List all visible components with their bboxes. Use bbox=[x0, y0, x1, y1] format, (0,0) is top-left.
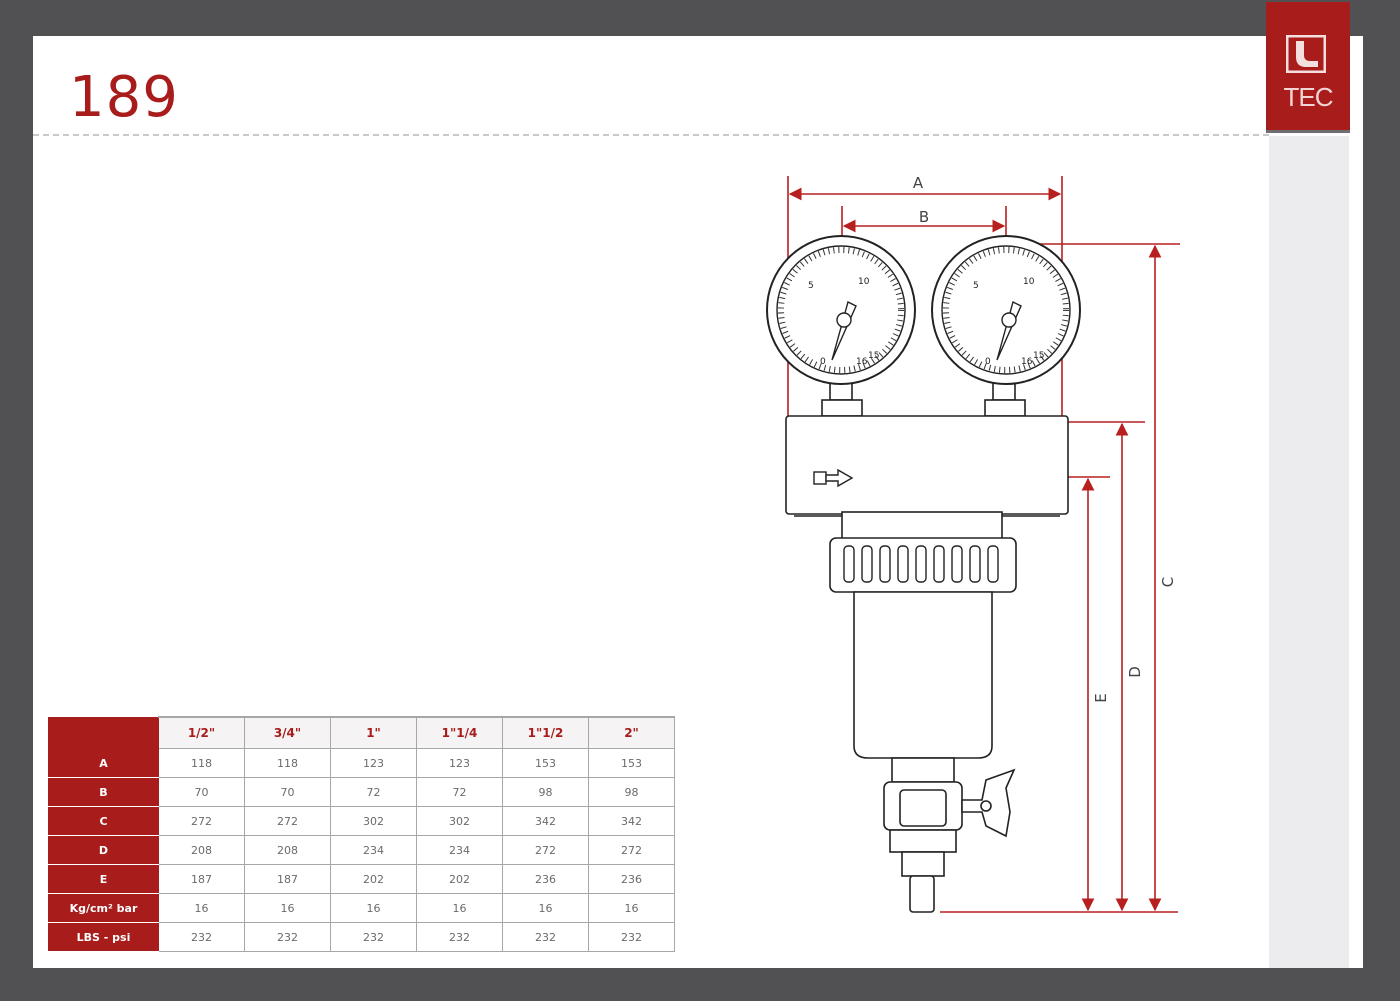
gauge-label-15: 15 bbox=[868, 351, 879, 361]
dimension-labels: A B C D E bbox=[913, 174, 1177, 703]
header-divider bbox=[33, 134, 1269, 136]
row-label: A bbox=[48, 748, 159, 778]
table-cell: 153 bbox=[588, 748, 675, 778]
filter-technical-drawing: A B C D E bbox=[766, 174, 1180, 913]
dimension-label-e: E bbox=[1092, 693, 1110, 702]
table-row: B 70 70 72 72 98 98 bbox=[48, 777, 675, 807]
table-cell: 234 bbox=[416, 835, 503, 865]
table-cell: 98 bbox=[588, 777, 675, 807]
table-cell: 302 bbox=[416, 806, 503, 836]
table-cell: 232 bbox=[244, 922, 331, 952]
logo-text: TEC bbox=[1283, 82, 1334, 112]
table-cell: 232 bbox=[158, 922, 245, 952]
table-cell: 272 bbox=[244, 806, 331, 836]
gauge-label-10: 10 bbox=[858, 277, 870, 287]
table-cell: 118 bbox=[244, 748, 331, 778]
table-cell: 16 bbox=[244, 893, 331, 923]
table-cell: 302 bbox=[330, 806, 417, 836]
table-cell: 208 bbox=[244, 835, 331, 865]
dimension-label-a: A bbox=[913, 174, 924, 192]
table-row: LBS - psi 232 232 232 232 232 232 bbox=[48, 922, 675, 952]
dimension-label-c: C bbox=[1159, 577, 1177, 587]
table-cell: 16 bbox=[416, 893, 503, 923]
gauge-label-16: 16 bbox=[1021, 357, 1033, 367]
table-cell: 232 bbox=[502, 922, 589, 952]
table-corner bbox=[48, 716, 159, 749]
gauge-label-5: 5 bbox=[808, 281, 814, 291]
table-cell: 16 bbox=[158, 893, 245, 923]
flow-arrow-icon bbox=[813, 468, 854, 488]
row-label: Kg/cm² bar bbox=[48, 893, 159, 923]
table-cell: 187 bbox=[158, 864, 245, 894]
column-header: 1"1/4 bbox=[416, 716, 503, 749]
table-row: A 118 118 123 123 153 153 bbox=[48, 748, 675, 778]
row-label: LBS - psi bbox=[48, 922, 159, 952]
table-cell: 118 bbox=[158, 748, 245, 778]
table-cell: 123 bbox=[416, 748, 503, 778]
gauge-label-0: 0 bbox=[985, 357, 991, 367]
table-cell: 234 bbox=[330, 835, 417, 865]
table-cell: 16 bbox=[588, 893, 675, 923]
table-cell: 236 bbox=[588, 864, 675, 894]
gauge-label-10: 10 bbox=[1023, 277, 1035, 287]
column-header: 3/4" bbox=[244, 716, 331, 749]
dimensions-table: 1/2" 3/4" 1" 1"1/4 1"1/2 2" A 118 118 12… bbox=[48, 716, 675, 952]
column-header: 1"1/2 bbox=[502, 716, 589, 749]
table-header-row: 1/2" 3/4" 1" 1"1/4 1"1/2 2" bbox=[48, 716, 675, 749]
table-cell: 342 bbox=[588, 806, 675, 836]
dimension-label-b: B bbox=[919, 208, 929, 226]
table-cell: 70 bbox=[244, 777, 331, 807]
table-cell: 202 bbox=[416, 864, 503, 894]
table-cell: 72 bbox=[330, 777, 417, 807]
table-cell: 70 bbox=[158, 777, 245, 807]
row-label: C bbox=[48, 806, 159, 836]
table-cell: 16 bbox=[502, 893, 589, 923]
filter-body bbox=[785, 377, 1069, 913]
row-label: D bbox=[48, 835, 159, 865]
tec-logo-icon bbox=[1286, 35, 1326, 73]
table-cell: 123 bbox=[330, 748, 417, 778]
gauge-label-5: 5 bbox=[973, 281, 979, 291]
table-row: D 208 208 234 234 272 272 bbox=[48, 835, 675, 865]
table-row: E 187 187 202 202 236 236 bbox=[48, 864, 675, 894]
table-cell: 272 bbox=[502, 835, 589, 865]
column-header: 1" bbox=[330, 716, 417, 749]
table-cell: 272 bbox=[158, 806, 245, 836]
table-row: C 272 272 302 302 342 342 bbox=[48, 806, 675, 836]
column-header: 2" bbox=[588, 716, 675, 749]
table-cell: 208 bbox=[158, 835, 245, 865]
table-cell: 16 bbox=[330, 893, 417, 923]
gauge-label-16: 16 bbox=[856, 357, 868, 367]
page-title: 189 bbox=[69, 65, 179, 130]
gauge-label-0: 0 bbox=[820, 357, 826, 367]
table-cell: 236 bbox=[502, 864, 589, 894]
dimension-label-d: D bbox=[1126, 666, 1144, 678]
table-cell: 98 bbox=[502, 777, 589, 807]
pressure-gauge-right: 5 10 15 16 0 bbox=[931, 235, 1081, 385]
table-cell: 272 bbox=[588, 835, 675, 865]
pressure-gauge-left: 5 10 15 16 0 bbox=[766, 235, 916, 385]
table-cell: 153 bbox=[502, 748, 589, 778]
table-cell: 72 bbox=[416, 777, 503, 807]
table-cell: 342 bbox=[502, 806, 589, 836]
brand-logo: TEC bbox=[1266, 2, 1350, 130]
row-label: B bbox=[48, 777, 159, 807]
table-cell: 232 bbox=[588, 922, 675, 952]
table-cell: 232 bbox=[330, 922, 417, 952]
table-row: Kg/cm² bar 16 16 16 16 16 16 bbox=[48, 893, 675, 923]
table-cell: 202 bbox=[330, 864, 417, 894]
side-strip bbox=[1269, 136, 1349, 968]
column-header: 1/2" bbox=[158, 716, 245, 749]
table-cell: 187 bbox=[244, 864, 331, 894]
table-cell: 232 bbox=[416, 922, 503, 952]
row-label: E bbox=[48, 864, 159, 894]
gauge-label-15: 15 bbox=[1033, 351, 1044, 361]
